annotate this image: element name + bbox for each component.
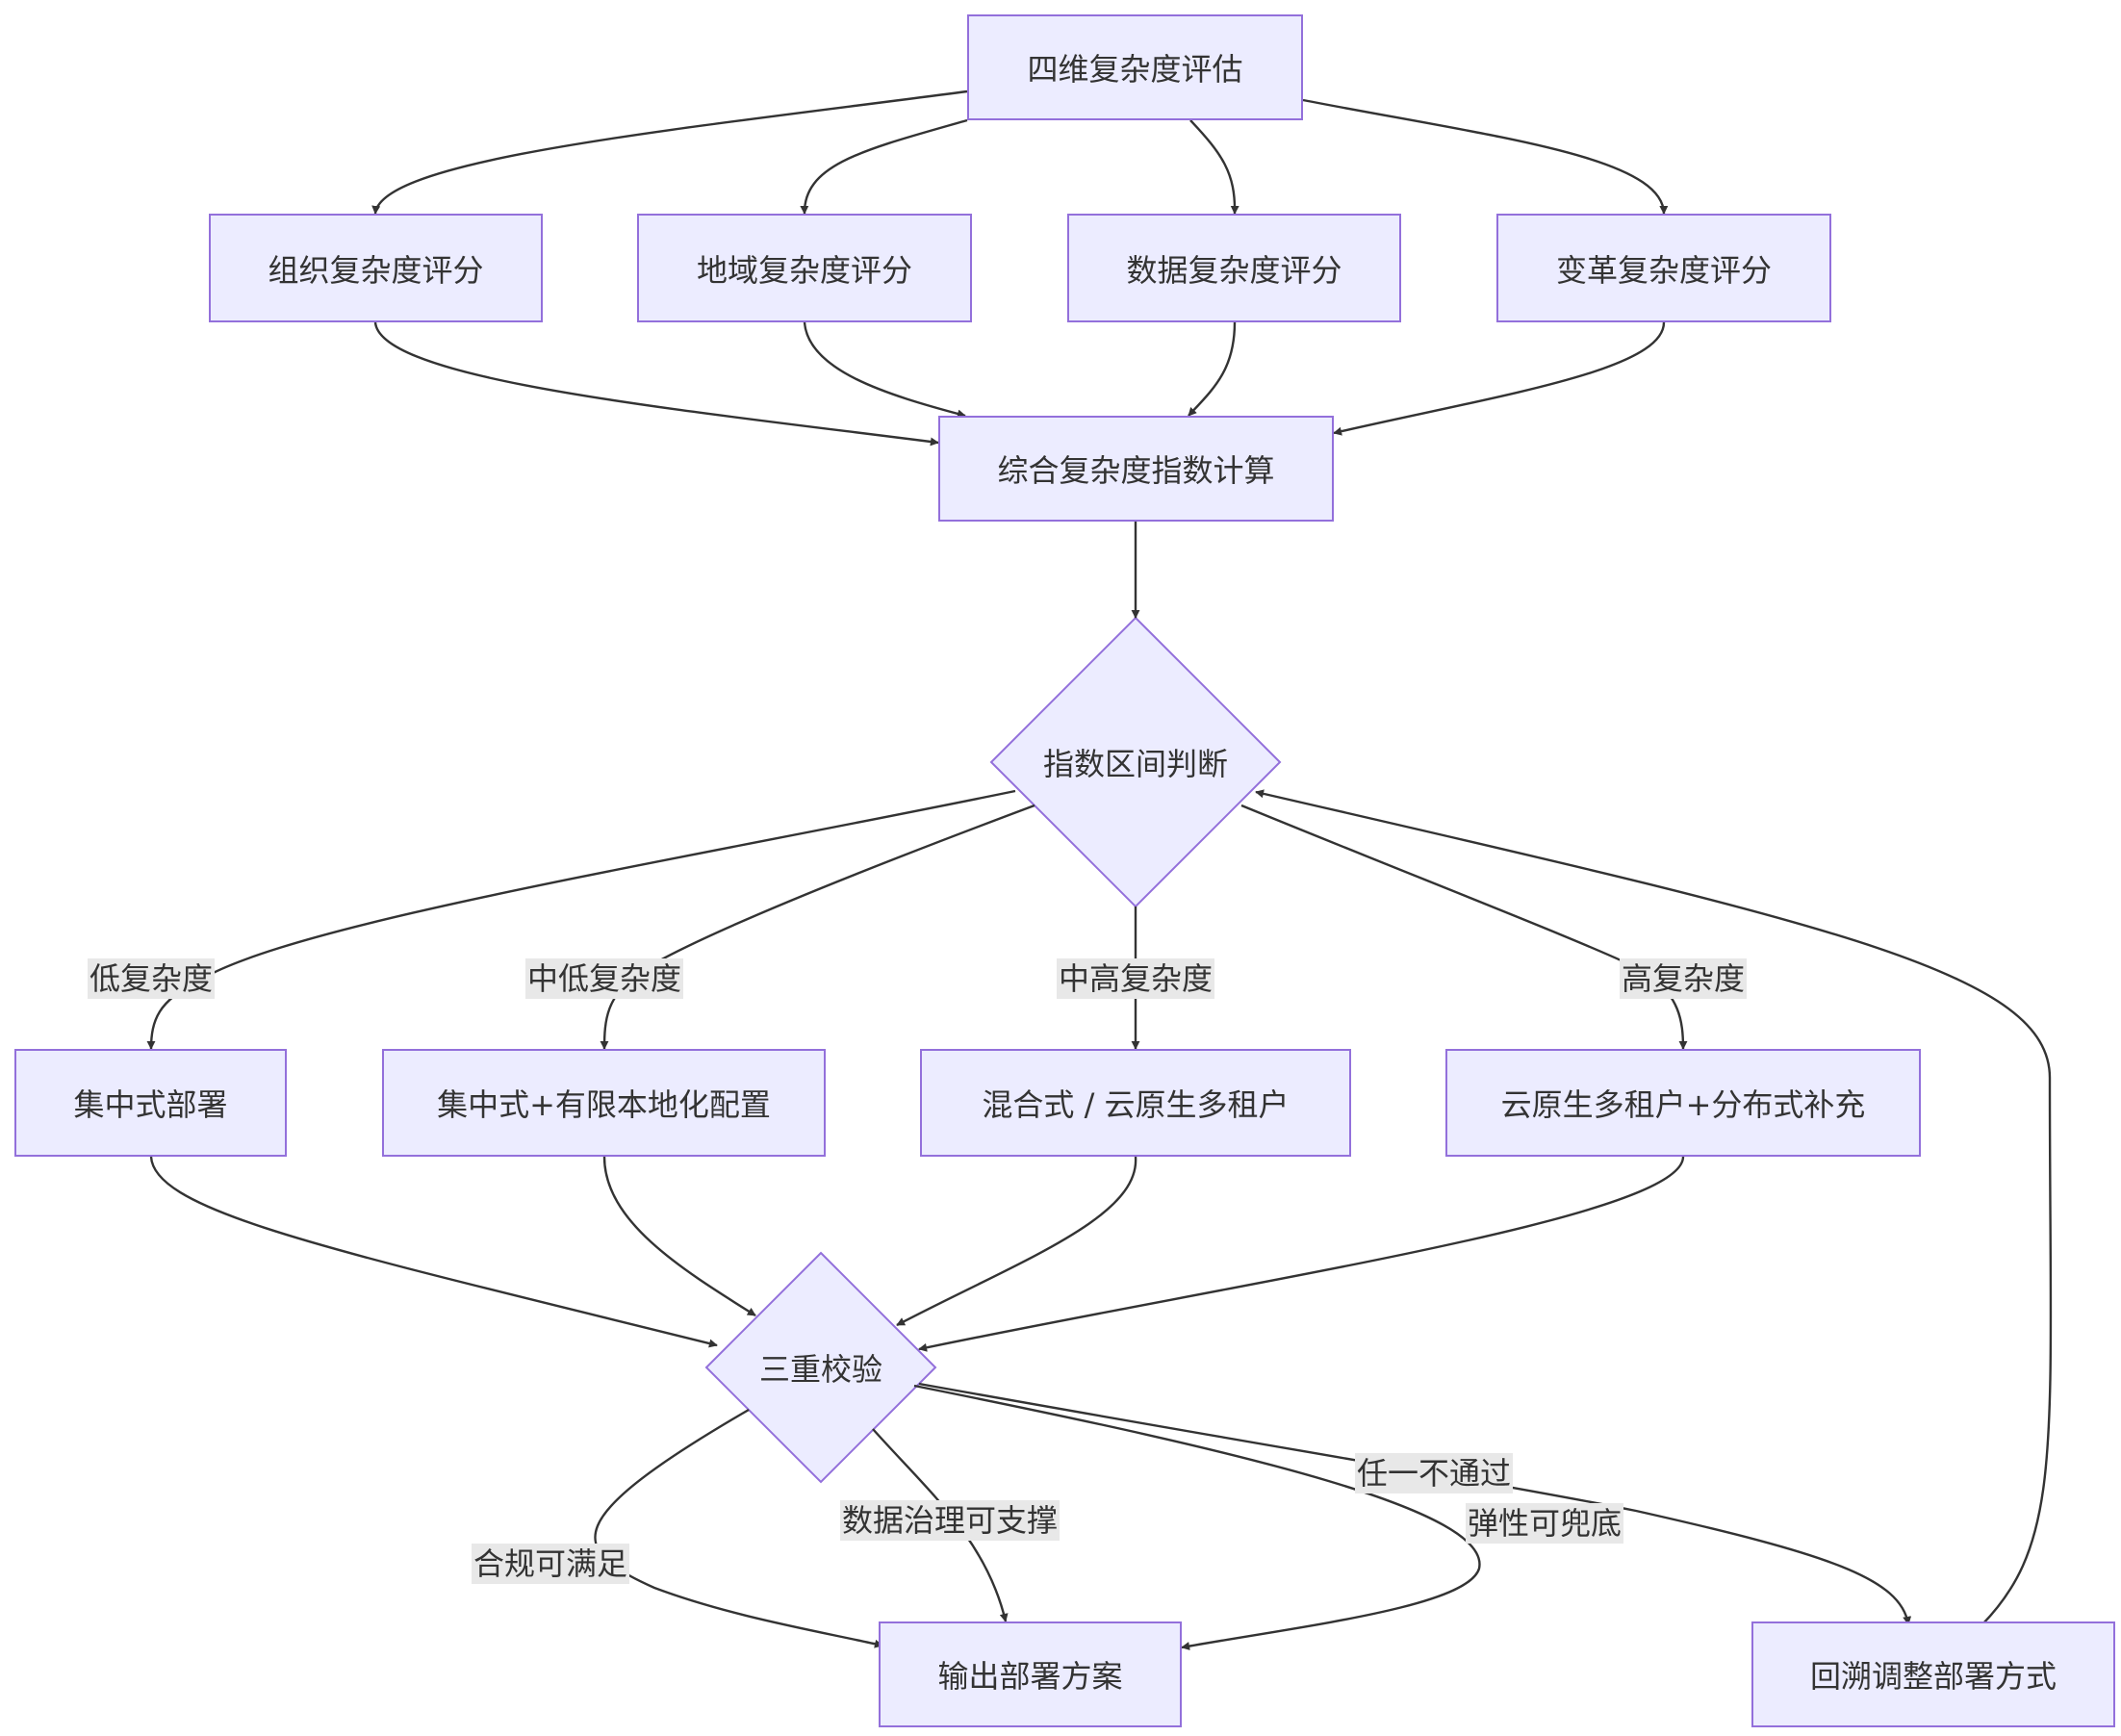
edge-geo-to-calc xyxy=(803,321,966,419)
edge-label-compliance-ok: 合规可满足 xyxy=(471,1544,630,1584)
edge-verify-to-output-compliance xyxy=(594,1408,883,1648)
node-output-plan: 输出部署方案 xyxy=(879,1621,1182,1727)
node-org-score: 组织复杂度评分 xyxy=(209,214,543,322)
edge-verify-to-rollback xyxy=(918,1382,1912,1625)
edge-central-to-verify xyxy=(149,1156,718,1348)
edge-start-to-change xyxy=(1302,98,1669,215)
node-four-dimension-assessment: 四维复杂度评估 xyxy=(967,14,1303,120)
node-index-range-judgement: 指数区间判断 xyxy=(991,618,1280,906)
edge-judge-to-central-plus xyxy=(600,804,1035,1050)
node-composite-index: 综合复杂度指数计算 xyxy=(938,416,1334,522)
edge-judge-to-cloud xyxy=(1240,804,1688,1050)
node-triple-check-label: 三重校验 xyxy=(758,1351,882,1388)
edge-central-plus-to-verify xyxy=(602,1156,756,1317)
node-centralized: 集中式部署 xyxy=(14,1049,287,1157)
edge-start-to-data xyxy=(1189,119,1239,215)
edge-verify-to-output-elastic xyxy=(913,1384,1481,1650)
edge-label-governance-ok: 数据治理可支撑 xyxy=(839,1500,1060,1541)
node-change-score: 变革复杂度评分 xyxy=(1496,214,1831,322)
node-centralized-plus-local: 集中式+有限本地化配置 xyxy=(382,1049,826,1157)
edge-change-to-calc xyxy=(1333,321,1666,436)
node-cloud-native-distributed: 云原生多租户+分布式补充 xyxy=(1445,1049,1921,1157)
node-geo-score: 地域复杂度评分 xyxy=(637,214,972,322)
edge-label-mid-low-complexity: 中低复杂度 xyxy=(524,958,684,999)
node-triple-check: 三重校验 xyxy=(706,1253,935,1482)
edge-start-to-geo xyxy=(800,118,968,215)
edge-hybrid-to-verify xyxy=(896,1156,1137,1327)
edge-label-low-complexity: 低复杂度 xyxy=(87,958,216,999)
decision-diamond-verify xyxy=(704,1251,937,1484)
edge-judge-to-central xyxy=(146,789,1016,1050)
edge-start-to-org xyxy=(371,89,968,215)
node-rollback-adjust: 回溯调整部署方式 xyxy=(1751,1621,2115,1727)
node-index-range-judgement-label: 指数区间判断 xyxy=(1042,746,1228,782)
edge-label-any-fail: 任一不通过 xyxy=(1354,1453,1514,1493)
edge-org-to-calc xyxy=(373,321,939,447)
node-hybrid-cloud-native: 混合式 / 云原生多租户 xyxy=(920,1049,1351,1157)
edge-data-to-calc xyxy=(1188,321,1237,417)
edge-label-mid-high-complexity: 中高复杂度 xyxy=(1056,958,1215,999)
edge-cloud-to-verify xyxy=(918,1156,1685,1352)
edge-label-elastic-ok: 弹性可兜底 xyxy=(1465,1503,1624,1544)
node-data-score: 数据复杂度评分 xyxy=(1067,214,1401,322)
edge-rollback-to-judge xyxy=(1255,789,2053,1625)
edge-label-high-complexity: 高复杂度 xyxy=(1619,958,1748,999)
